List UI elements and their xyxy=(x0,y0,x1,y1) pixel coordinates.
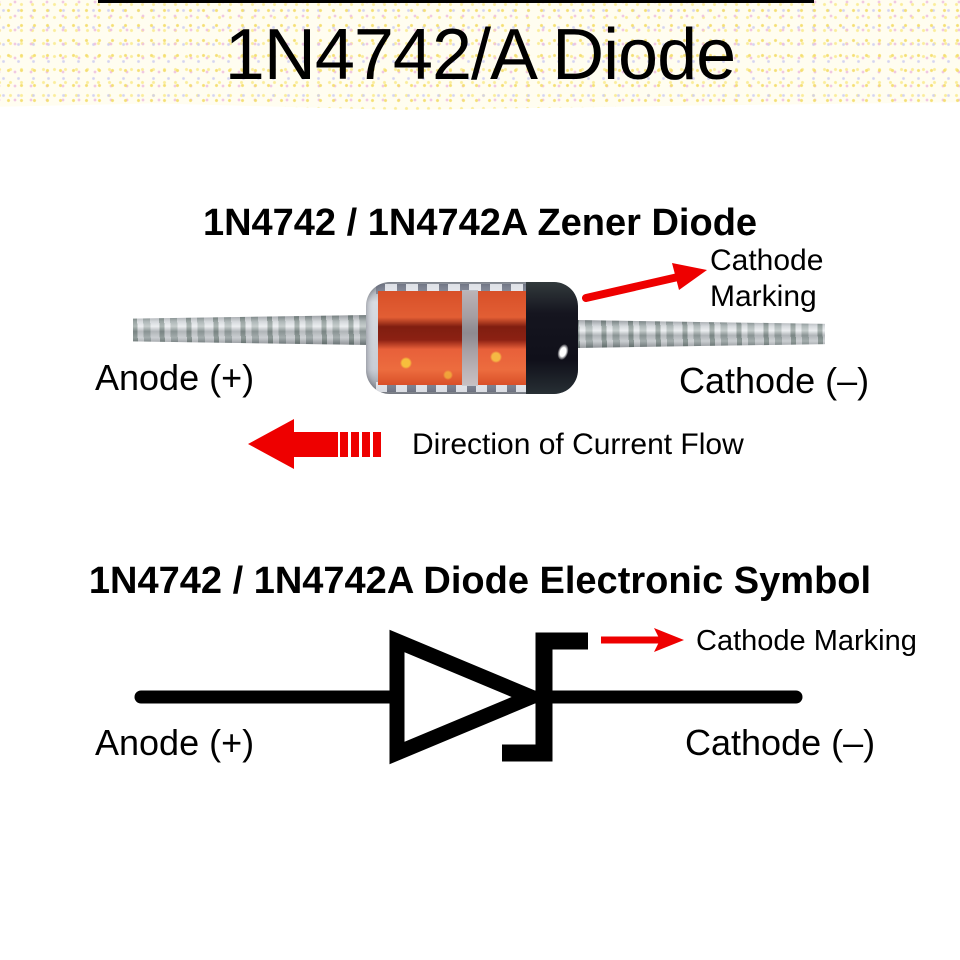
zener-diode-symbol xyxy=(134,629,803,765)
diode-middle-stripe xyxy=(462,290,478,386)
glass-texture-top xyxy=(376,284,530,294)
diode-cathode-lead xyxy=(575,320,825,348)
photo-cathode-label: Cathode (–) xyxy=(679,360,870,401)
symbol-cathode-marking-label: Cathode Marking xyxy=(696,625,917,657)
diode-orange-core xyxy=(378,291,528,385)
photo-section-heading: 1N4742 / 1N4742A Zener Diode xyxy=(202,202,758,244)
symbol-cathode-label: Cathode (–) xyxy=(685,722,876,763)
photo-anode-label: Anode (+) xyxy=(95,357,255,398)
title-banner xyxy=(0,0,960,110)
cathode-band xyxy=(526,282,578,394)
diode-body-photo xyxy=(366,282,578,394)
symbol-cathode-marking-arrow-icon xyxy=(601,628,684,652)
symbol-anode-label: Anode (+) xyxy=(95,722,255,763)
glass-texture-bottom xyxy=(376,382,530,392)
photo-cathode-marking-arrow-icon xyxy=(582,263,707,302)
photo-cathode-marking-line1: Cathode xyxy=(710,244,824,277)
symbol-anode-triangle xyxy=(389,629,551,765)
current-flow-arrow-icon xyxy=(248,419,381,469)
diode-anode-lead xyxy=(133,315,371,345)
current-flow-label: Direction of Current Flow xyxy=(412,428,744,461)
page-title: 1N4742/A Diode xyxy=(224,15,736,95)
symbol-section-heading: 1N4742 / 1N4742A Diode Electronic Symbol xyxy=(88,560,872,602)
symbol-cathode-bar xyxy=(502,632,588,762)
photo-cathode-marking-line2: Marking xyxy=(710,280,817,313)
top-border-line xyxy=(98,0,814,3)
photo-cathode-marking-label: Cathode Marking xyxy=(710,243,823,315)
